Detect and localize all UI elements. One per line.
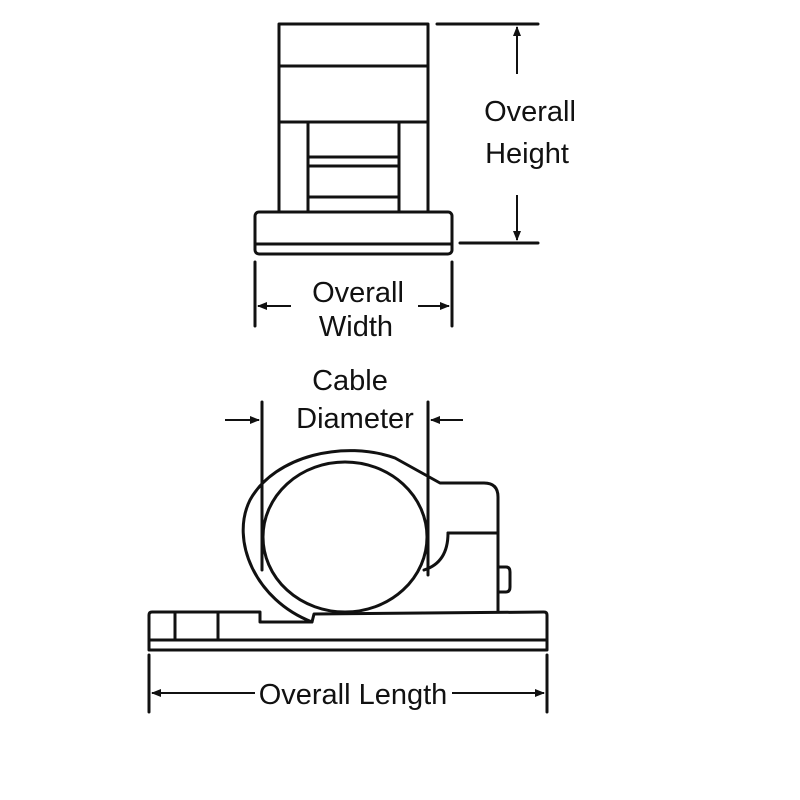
overall-length-label: Overall Length [259,679,448,711]
front-body [277,22,430,214]
overall-length-dimension: Overall Length [147,653,549,714]
cable-diameter-label-1: Cable [312,365,388,397]
overall-height-dimension: Overall Height [435,22,576,245]
side-view [147,449,549,652]
clip-latch [497,565,512,594]
overall-width-label-2: Width [319,311,393,343]
clip-strap [241,449,500,624]
side-base [147,610,549,652]
overall-height-label-2: Height [485,138,569,170]
front-base [253,210,454,256]
cable-diameter-label-2: Diameter [296,403,414,435]
overall-width-dimension: Overall Width [253,260,454,343]
front-view [253,22,454,256]
cable-circle [261,460,429,614]
overall-width-label-1: Overall [312,277,404,309]
overall-height-label-1: Overall [484,96,576,128]
cable-diameter-dimension: Cable Diameter [225,365,463,577]
